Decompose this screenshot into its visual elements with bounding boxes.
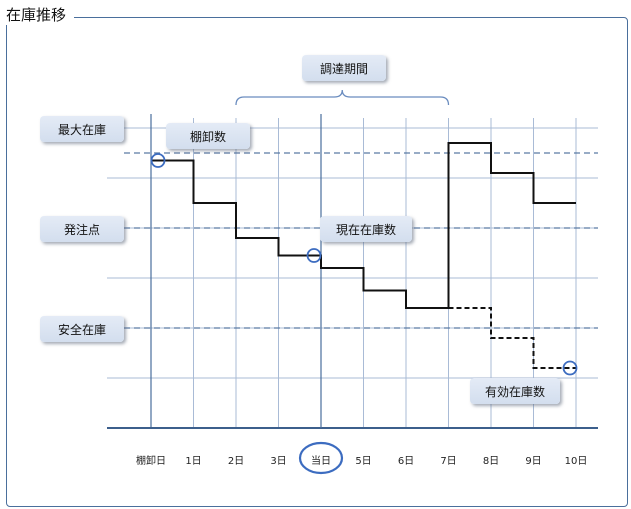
effective-stock-series [448,307,576,369]
safety-stock-label: 安全在庫 [40,316,124,342]
x-tick-label: 10日 [564,456,588,467]
current-stock-series [151,142,576,309]
effective-stock-marker [562,360,578,376]
reorder-point-label: 発注点 [40,216,124,242]
procurement-period-label: 調達期間 [302,55,386,81]
x-tick-label: 当日 [311,456,331,467]
x-tick-label: 棚卸日 [136,456,166,467]
chart-frame [6,17,628,507]
current-stock-label: 現在在庫数 [320,216,412,242]
x-tick-label: 9日 [525,456,542,467]
max-stock-label: 最大在庫 [40,116,124,142]
inventory-count-marker [150,153,166,168]
x-tick-label: 6日 [397,456,415,467]
x-tick-label: 7日 [440,456,457,467]
x-tick-label: 8日 [482,456,500,467]
x-tick-label: 3日 [270,456,287,467]
inventory-count-label: 棚卸数 [166,123,250,149]
x-tick-label: 5日 [355,456,372,467]
x-tick-label: 2日 [227,456,245,467]
current-stock-marker [306,248,322,263]
x-tick-label: 1日 [185,456,202,467]
frame-title: 在庫推移 [0,4,75,25]
procurement-period-brace [235,89,450,106]
today-highlight [298,441,344,475]
effective-stock-label: 有効在庫数 [470,378,560,404]
